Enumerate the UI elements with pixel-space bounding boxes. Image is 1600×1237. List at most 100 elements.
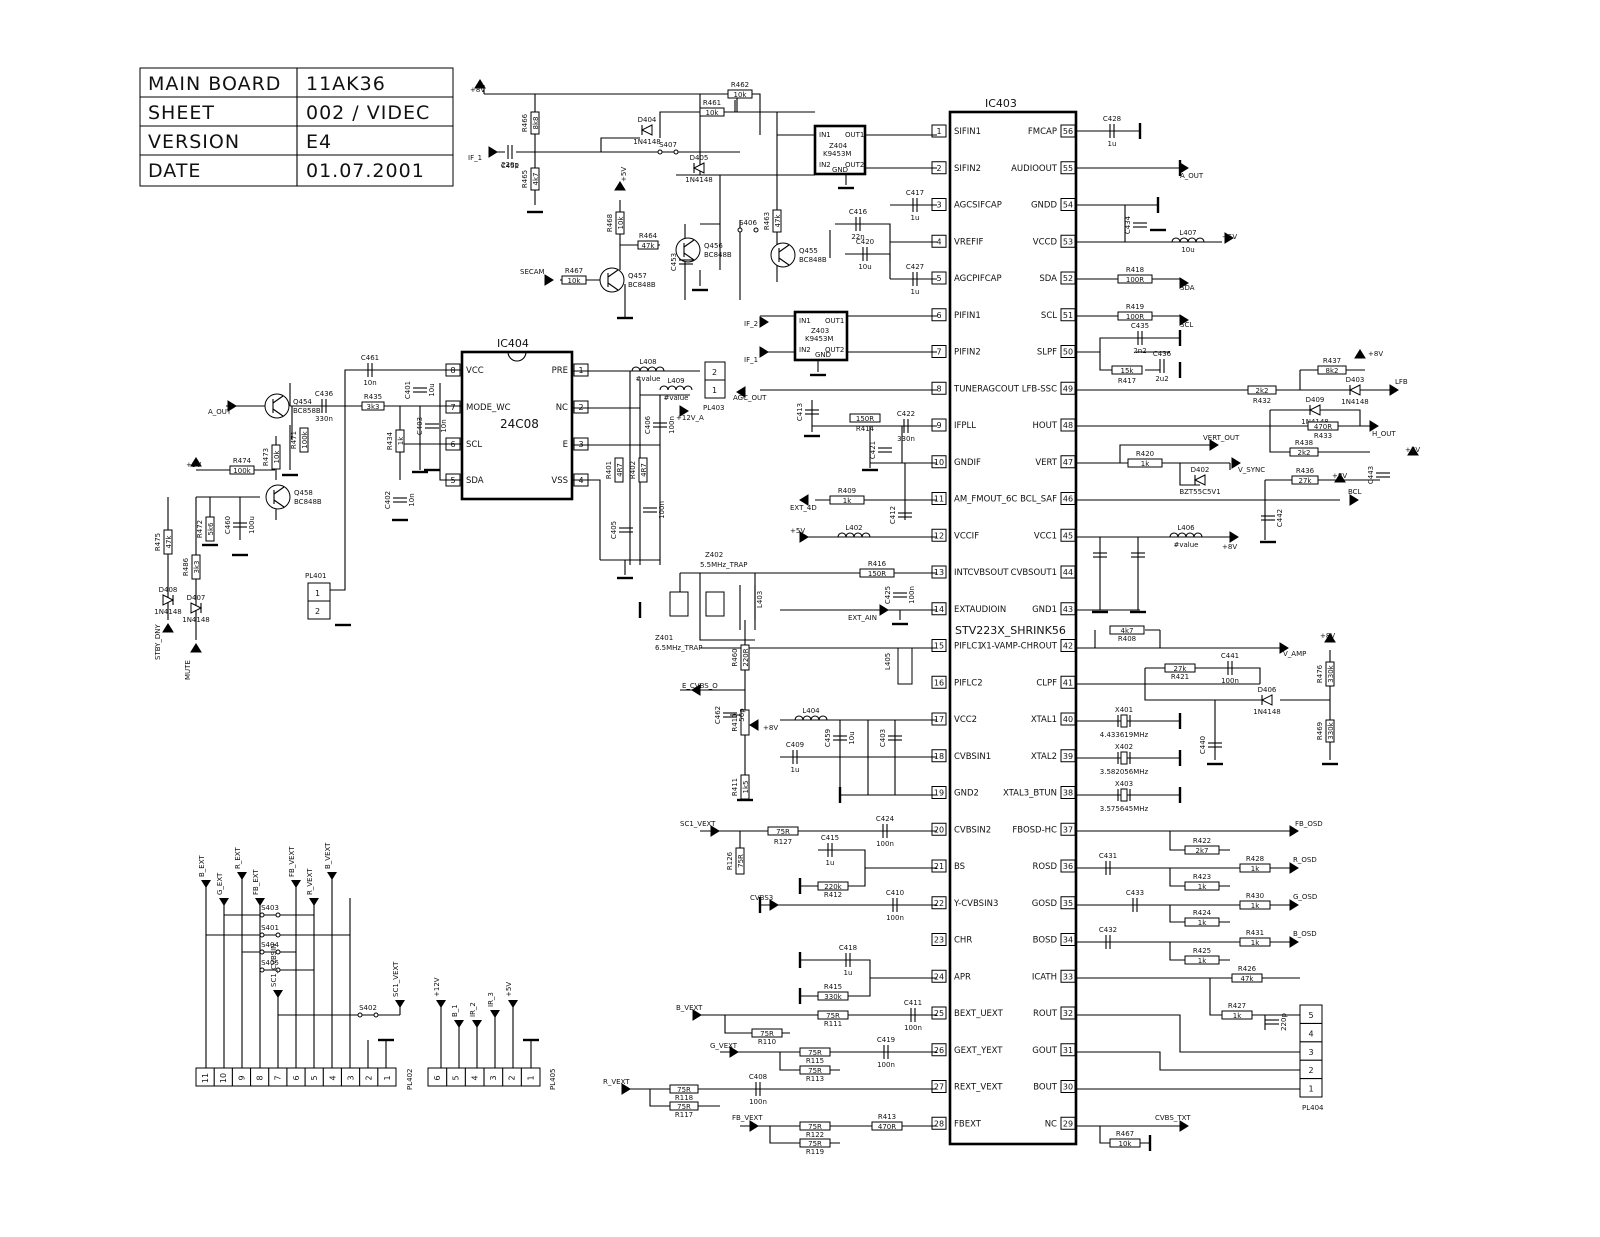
resistor-ref: R486 [182, 557, 190, 576]
capacitor-ref: C416 [849, 208, 868, 216]
ic403-pin-label: EXTAUDIOIN [954, 605, 1006, 615]
signal-flag: +8V [1332, 472, 1347, 483]
inductor-ref: L402 [845, 524, 862, 532]
z404-part: K9453M [823, 150, 851, 158]
ic404-pin-label: VCC [466, 366, 484, 376]
title-key-version: VERSION [148, 131, 240, 153]
scart-signal-flag: SC1_CVBSIN [270, 944, 283, 998]
resistor-value: 47k [165, 535, 173, 549]
resistor-ref: R411 [731, 778, 739, 796]
capacitor-ref: C406 [644, 415, 652, 434]
capacitor: C421 [869, 441, 892, 459]
signal-label: +8V [1320, 632, 1335, 640]
ic403-pin-number: 14 [934, 605, 944, 614]
capacitor-value: 100n [877, 1061, 895, 1069]
ic403-body [948, 110, 1078, 1146]
ic404-name: IC404 [497, 337, 529, 350]
capacitor-value: 100n [668, 416, 676, 434]
pl402-label: PL402 [406, 1069, 414, 1090]
signal-label: SECAM [520, 268, 545, 276]
capacitor-value: 1u [1108, 140, 1117, 148]
signal-flag: SCL [1179, 314, 1193, 329]
title-key-date: DATE [148, 160, 201, 182]
wiring-scart-section [205, 872, 532, 1068]
resistor-ref: R402 [629, 461, 637, 479]
resistor-ref: R426 [1238, 965, 1257, 973]
ic403-right-pins: 56FMCAP55AUDIOOUT54GNDD53VCCD52SDA51SCL5… [980, 124, 1076, 1130]
resistor-ref: R113 [806, 1075, 824, 1083]
ic403-pin-number: 13 [934, 568, 944, 577]
ic404-pin-number: 7 [450, 403, 455, 412]
signal-flag: +5V [186, 457, 202, 469]
scart-signal-label: R_EXT [234, 847, 242, 869]
ic403-pin-label: X1-VAMP-CHROUT [980, 642, 1057, 652]
ic403-pin-label: BOSD [1033, 936, 1058, 946]
ic403-name: IC403 [985, 97, 1017, 110]
capacitor: C453 [670, 253, 693, 271]
switch: S404 [259, 941, 281, 955]
capacitor-ref: C418 [839, 944, 857, 952]
crystal-value: 3.575645MHz [1100, 805, 1149, 813]
resistor-value: 100R [1126, 313, 1144, 321]
pl402-pin: 3 [346, 1075, 355, 1080]
resistor-ref: R437 [1323, 357, 1341, 365]
signal-flag: A_OUT [208, 400, 237, 416]
inductor: L404 [794, 707, 828, 721]
ic404-pin-label: PRE [552, 366, 568, 376]
resistor-value: 4k7 [532, 173, 540, 186]
resistor-value: 75R [808, 1067, 822, 1075]
pl402-pin: 1 [383, 1075, 392, 1080]
resistor-value: 1k [397, 436, 405, 445]
capacitor: 220p [501, 145, 519, 169]
signal-label: R_OSD [1293, 856, 1317, 864]
signal-flag: +8V [1320, 632, 1336, 643]
ic403-pin-label: BS [954, 862, 965, 872]
z403-name: Z403 [811, 327, 829, 335]
signal-label: A_OUT [1180, 172, 1204, 180]
resistor-ref: R419 [1126, 303, 1144, 311]
ic404-part: 24C08 [500, 417, 539, 431]
ic403-pin-number: 23 [934, 936, 944, 945]
resistor-ref: R473 [262, 448, 270, 466]
pl405-pin: 3 [489, 1075, 498, 1080]
resistor-value: 47k [642, 242, 656, 250]
pl405-pin: 4 [470, 1075, 479, 1080]
ic403-pin-label: VCC2 [954, 715, 977, 725]
capacitor-ref: C462 [714, 706, 722, 724]
pl405-signal-flag: +5V [505, 982, 518, 1008]
switch: S401 [259, 924, 281, 938]
signal-label: G_OSD [1293, 893, 1317, 901]
ic403-pin-label: PIFLC2 [954, 678, 983, 688]
signal-flag: +8V [470, 79, 486, 94]
signal-flag: FB_OSD [1289, 820, 1323, 837]
pl402-pin: 8 [256, 1075, 265, 1080]
capacitor-ref: C460 [224, 516, 232, 534]
diode-value: 1N4148 [1253, 708, 1281, 716]
resistor-value: 75R [826, 1012, 840, 1020]
ic403-pin-label: GND1 [1032, 605, 1057, 615]
ic403-pin-number: 1 [936, 127, 941, 136]
